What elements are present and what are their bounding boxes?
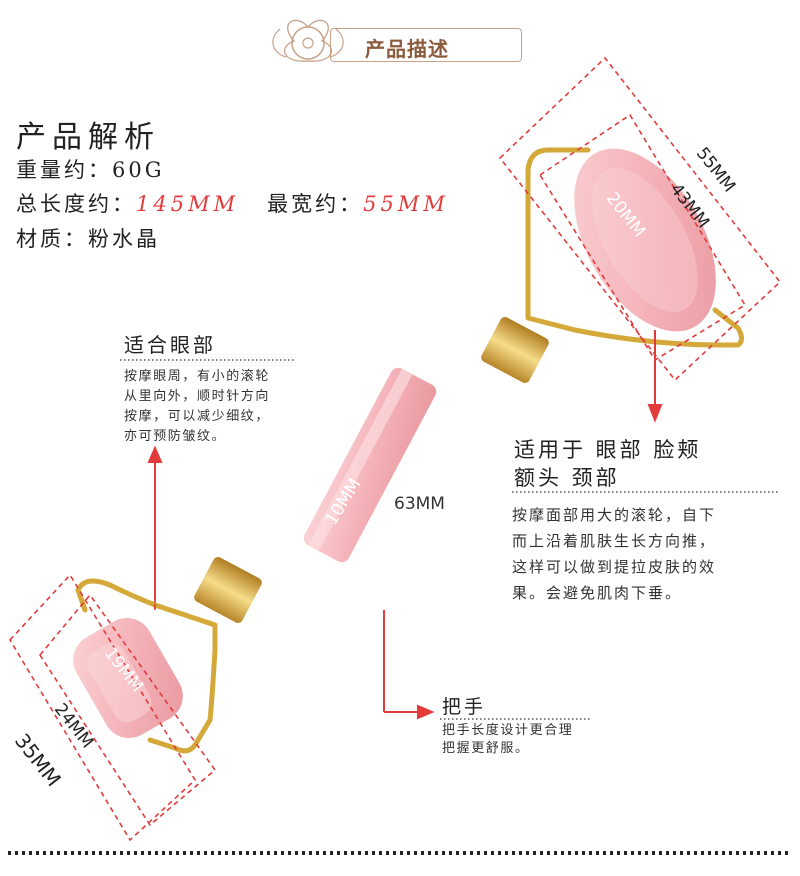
handle-note-line: 把手长度设计更合理 (442, 723, 574, 738)
arrow-right-handle-note (383, 610, 435, 720)
eye-note-line: 按摩，可以减少细纹， (124, 409, 271, 424)
arrow-up-small-note (147, 445, 163, 600)
small-frame-wire (75, 578, 218, 754)
header-pill: 产品描述 (330, 28, 522, 62)
spec-width-value: 55MM (363, 192, 449, 216)
flower-ornament-icon (272, 19, 344, 62)
section-header: 产品描述 (272, 10, 532, 76)
eye-note-title: 适合眼部 (124, 333, 216, 357)
spec-length-label: 总长度约： (16, 192, 136, 216)
arrow-down-big-note (647, 330, 663, 423)
handle-note-body: 把手长度设计更合理 把握更舒服。 (442, 722, 573, 758)
face-note-line: 果。会避免肌肉下垂。 (512, 584, 683, 602)
header-title: 产品描述 (365, 37, 449, 61)
spec-width-label: 最宽约： (267, 192, 364, 216)
eye-note-line: 从里向外，顺时针方向 (124, 389, 271, 404)
eye-note-line: 按摩眼周，有小的滚轮 (124, 369, 271, 384)
jade-handle (303, 367, 437, 563)
top-ferrule (481, 317, 549, 383)
face-note-line: 而上沿着肌肤生长方向推， (512, 532, 717, 550)
face-note-title-2: 额头 颈部 (514, 466, 620, 490)
title-dividers (120, 359, 780, 720)
bottom-ferrule (194, 557, 262, 623)
face-note-line: 这样可以做到提拉皮肤的效 (512, 558, 717, 576)
spec-length-value: 145MM (136, 192, 240, 216)
big-frame-wire (525, 147, 744, 348)
spec-weight: 重量约：60G (16, 158, 165, 182)
face-note-body: 按摩面部用大的滚轮，自下 而上沿着肌肤生长方向推， 这样可以做到提拉皮肤的效 果… (512, 502, 716, 606)
handle-note-title: 把手 (442, 696, 487, 718)
small-roller (73, 618, 183, 738)
eye-note-line: 亦可预防皱纹。 (124, 429, 227, 444)
handle-note-line: 把握更舒服。 (442, 741, 530, 756)
spec-size-row: 总长度约：145MM 最宽约：55MM (16, 188, 449, 218)
spec-title: 产品解析 (16, 120, 160, 155)
face-note-title-1: 适用于 眼部 脸颊 (514, 438, 702, 462)
face-note-line: 按摩面部用大的滚轮，自下 (512, 506, 717, 524)
spec-material: 材质：粉水晶 (16, 227, 160, 251)
dim-handle-length: 63MM (394, 494, 445, 514)
eye-note-body: 按摩眼周，有小的滚轮 从里向外，顺时针方向 按摩，可以减少细纹， 亦可预防皱纹。 (124, 367, 270, 447)
